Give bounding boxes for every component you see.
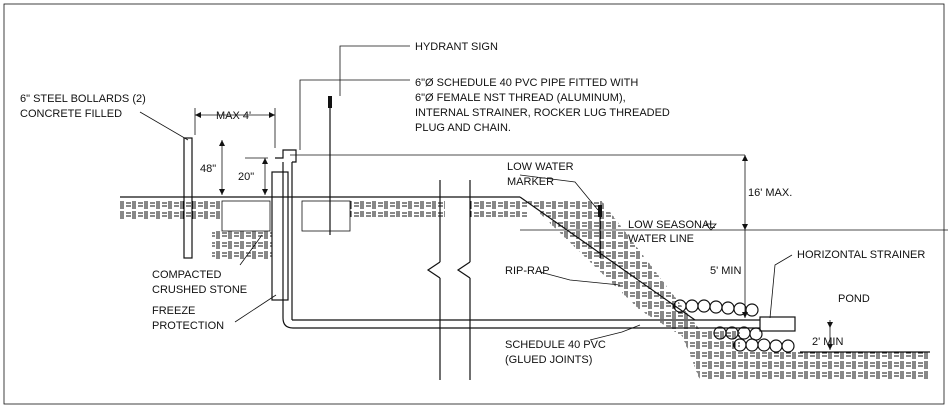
- pipe-spec-line-1: 6"Ø SCHEDULE 40 PVC PIPE FITTED WITH: [415, 77, 638, 89]
- crushed-stone-label-1: COMPACTED: [152, 269, 222, 281]
- ground-surface: [120, 196, 930, 380]
- crushed-stone-right: [301, 200, 351, 232]
- pipe-spec-line-3: INTERNAL STRAINER, ROCKER LUG THREADED: [415, 107, 670, 119]
- pond-label: POND: [838, 293, 870, 305]
- bollards-label-line-1: 6" STEEL BOLLARDS (2): [20, 93, 146, 105]
- max-4-dimension: MAX 4': [216, 110, 251, 122]
- water-line-triangle: [705, 223, 717, 231]
- crushed-stone-label-2: CRUSHED STONE: [152, 284, 247, 296]
- max-16-dimension: 16' MAX.: [748, 187, 792, 199]
- steel-bollard: [183, 137, 193, 259]
- break-line: [426, 180, 471, 380]
- low-seasonal-label-2: WATER LINE: [628, 233, 694, 245]
- schedule-40-label-1: SCHEDULE 40 PVC: [505, 339, 606, 351]
- horizontal-strainer-label: HORIZONTAL STRAINER: [797, 249, 925, 261]
- hydrant-sign-label: HYDRANT SIGN: [415, 41, 498, 53]
- pipe-spec-line-2: 6"Ø FEMALE NST THREAD (ALUMINUM),: [415, 92, 626, 104]
- dim-20-inch: 20": [238, 171, 254, 183]
- crushed-stone-left: [221, 200, 271, 232]
- freeze-protection-label-1: FREEZE: [152, 305, 195, 317]
- rip-rap-stones: [673, 299, 795, 353]
- min-5-dimension: 5' MIN: [710, 265, 741, 277]
- hydrant-pipe: [275, 149, 760, 329]
- min-2-dimension: 2' MIN: [812, 336, 843, 348]
- drawing-frame: [3, 3, 945, 405]
- dim-48-inch: 48": [200, 163, 216, 175]
- freeze-protection-sleeve: [271, 171, 289, 301]
- bollards-label-line-2: CONCRETE FILLED: [20, 108, 122, 120]
- low-water-marker-label-1: LOW WATER: [507, 161, 574, 173]
- pipe-spec-line-4: PLUG AND CHAIN.: [415, 122, 511, 134]
- hydrant-sign-post: [328, 96, 332, 235]
- rip-rap-label: RIP-RAP: [505, 265, 550, 277]
- bank-slope-line: [519, 196, 696, 321]
- low-water-marker-label-2: MARKER: [507, 176, 554, 188]
- freeze-protection-label-2: PROTECTION: [152, 320, 224, 332]
- horizontal-strainer: [759, 316, 796, 332]
- low-seasonal-label-1: LOW SEASONAL: [628, 219, 715, 231]
- leader-lines: [139, 45, 793, 341]
- low-water-marker-post: [598, 205, 602, 258]
- schedule-40-label-2: (GLUED JOINTS): [505, 354, 592, 366]
- dimension-lines: [194, 108, 833, 350]
